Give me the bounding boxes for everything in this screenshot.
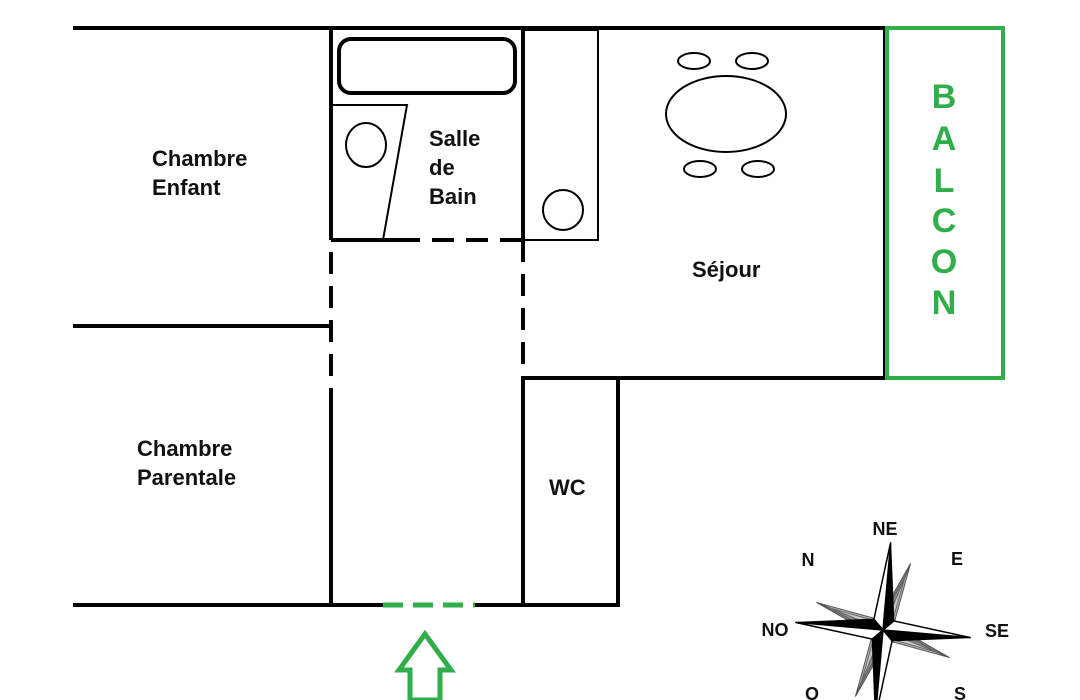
chair-4 bbox=[741, 160, 775, 178]
balcony-letter: A bbox=[932, 120, 957, 158]
balcony-letter: L bbox=[934, 162, 955, 200]
label-wc: WC bbox=[549, 475, 586, 500]
balcony-outline bbox=[885, 26, 1005, 380]
label-chambre-parentale-line2: Parentale bbox=[137, 465, 236, 490]
shower-tray bbox=[331, 104, 409, 241]
compass-rose-icon bbox=[795, 542, 971, 700]
balcony-label: B A L C O N bbox=[931, 78, 957, 322]
label-salle-de-bain-line1: Salle bbox=[429, 126, 480, 151]
doorways bbox=[329, 238, 525, 600]
chair-2 bbox=[735, 52, 769, 70]
label-chambre-enfant-line1: Chambre bbox=[152, 146, 247, 171]
compass-label-o: O bbox=[805, 684, 819, 700]
compass-label-se: SE bbox=[985, 621, 1009, 641]
dining-table-icon bbox=[665, 52, 787, 178]
label-salle-de-bain-line3: Bain bbox=[429, 184, 477, 209]
entrance-arrow-icon bbox=[394, 629, 456, 700]
balcony-letter: N bbox=[932, 284, 957, 322]
label-chambre-enfant-line2: Enfant bbox=[152, 175, 221, 200]
chair-3 bbox=[683, 160, 717, 178]
label-salle-de-bain-line2: de bbox=[429, 155, 455, 180]
label-chambre-parentale-line1: Chambre bbox=[137, 436, 232, 461]
walls bbox=[73, 26, 887, 607]
balcony-letter: B bbox=[932, 78, 957, 116]
compass-label-s: S bbox=[954, 684, 966, 700]
bathroom-fixtures bbox=[331, 29, 599, 241]
compass-label-e: E bbox=[951, 549, 963, 569]
compass-labels: NE N E NO SE O S bbox=[762, 519, 1010, 700]
compass-label-ne: NE bbox=[872, 519, 897, 539]
balcony-letter: O bbox=[931, 243, 957, 281]
kitchen-counter bbox=[523, 29, 599, 241]
sink-icon bbox=[542, 189, 584, 231]
compass-label-no: NO bbox=[762, 620, 789, 640]
label-sejour: Séjour bbox=[692, 257, 761, 282]
table bbox=[665, 75, 787, 153]
bathtub-icon bbox=[337, 37, 517, 95]
outer-wall bbox=[73, 26, 887, 607]
washbasin-icon bbox=[345, 122, 387, 168]
room-labels: Chambre Enfant Chambre Parentale Salle d… bbox=[137, 126, 761, 500]
balcony-letter: C bbox=[932, 202, 957, 240]
chair-1 bbox=[677, 52, 711, 70]
compass-label-n: N bbox=[802, 550, 815, 570]
compass-primary-points bbox=[795, 542, 971, 700]
